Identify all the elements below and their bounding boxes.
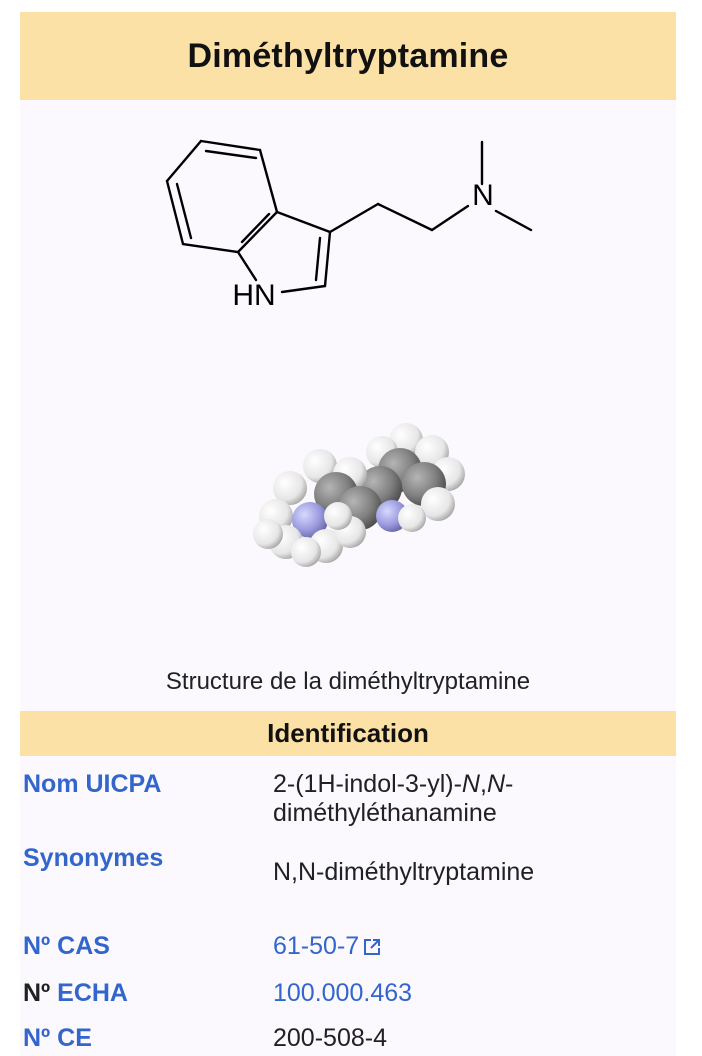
ec-label: CE — [57, 1024, 92, 1052]
page-title: Diméthyltryptamine — [187, 36, 509, 75]
iupac-name-part: 2-(1H-indol-3-yl)- — [273, 770, 462, 798]
cas-number-text: 61-50-7 — [273, 932, 360, 960]
echa-number-value-link[interactable]: 100.000.463 — [273, 979, 413, 1007]
echa-number-label: Nº ECHA — [23, 979, 128, 1008]
cas-prefix: Nº — [23, 932, 51, 960]
infobox-title-bar: Diméthyltryptamine — [20, 12, 676, 100]
cas-number-value-link[interactable]: 61-50-7 — [273, 932, 673, 961]
cas-number-link[interactable]: Nº CAS — [23, 932, 110, 961]
space-filling-model-image[interactable] — [20, 412, 676, 612]
ec-number-value: 200-508-4 — [273, 1024, 387, 1052]
echa-link[interactable]: ECHA — [57, 979, 128, 1007]
synonyms-value: N,N-diméthyltryptamine — [273, 858, 535, 886]
iupac-name-link[interactable]: Nom UICPA — [23, 770, 162, 798]
iupac-name-part: -diméthyléthanamine — [273, 770, 514, 827]
external-link-icon — [364, 939, 381, 956]
cas-label: CAS — [57, 932, 110, 960]
synonyms-link[interactable]: Synonymes — [23, 844, 164, 872]
image-caption: Structure de la diméthyltryptamine — [165, 668, 531, 695]
section-title: Identification — [267, 718, 429, 748]
skeletal-structure-image[interactable]: N HN — [20, 102, 676, 342]
echa-prefix: Nº — [23, 979, 51, 1007]
ec-number-link[interactable]: Nº CE — [23, 1024, 92, 1053]
ec-prefix: Nº — [23, 1024, 51, 1052]
amine-nitrogen-label: N — [472, 179, 494, 212]
iupac-name-n-italic: N — [486, 770, 505, 798]
iupac-name-comma: , — [479, 770, 487, 798]
indole-nh-label: HN — [232, 279, 275, 312]
iupac-name-value: 2-(1H-indol-3-yl)-N,N-diméthyléthanamine — [273, 770, 673, 828]
iupac-name-n-italic: N — [461, 770, 480, 798]
identification-section-header: Identification — [20, 711, 676, 756]
chembox-infobox: Diméthyltryptamine — [20, 12, 676, 1056]
